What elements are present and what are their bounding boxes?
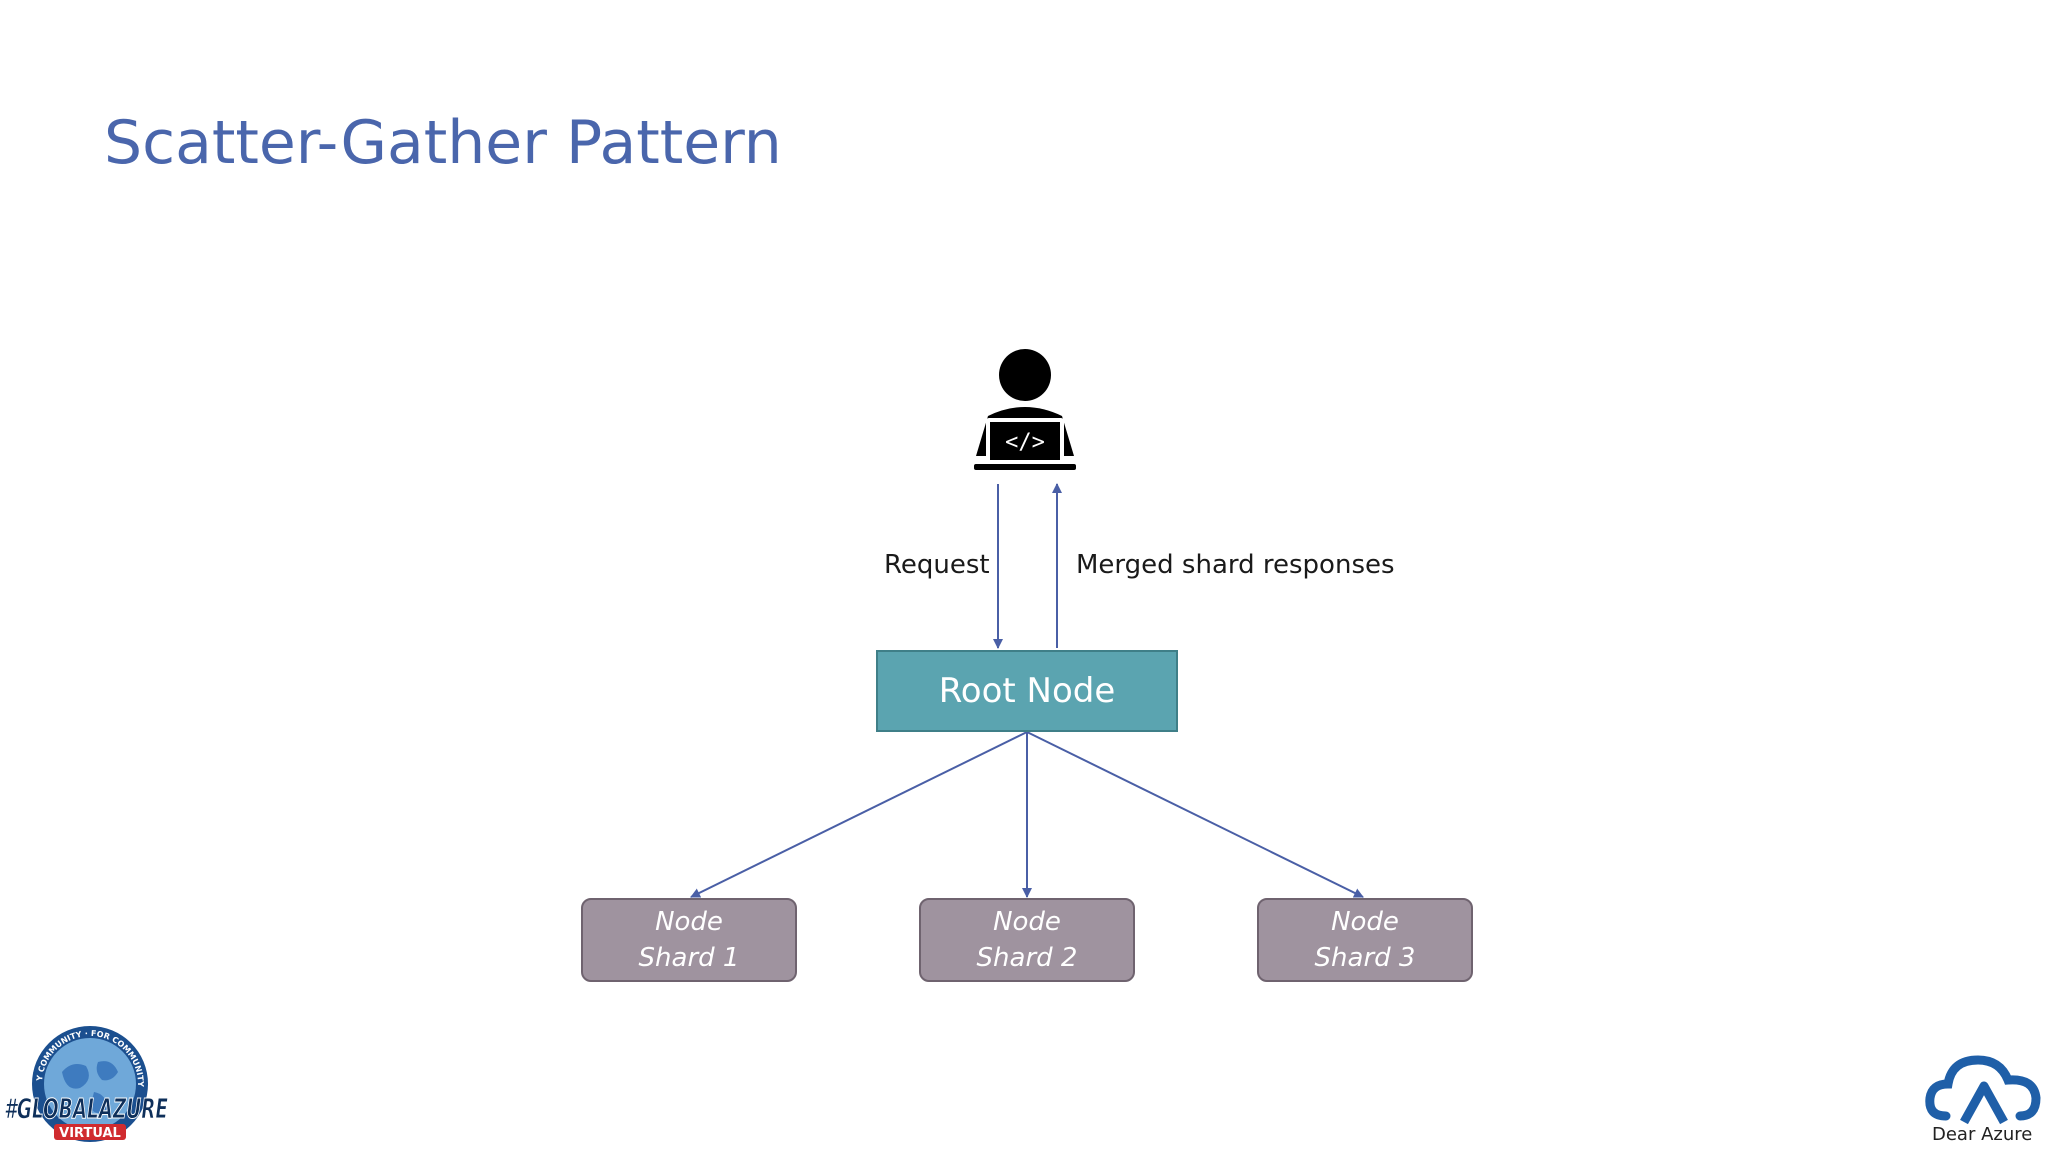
dear-azure-cloud-icon <box>1925 1055 2041 1125</box>
global-azure-wordmark: #GLOBALAZURE <box>4 1092 168 1125</box>
shard-1-line2: Shard 1 <box>638 943 740 973</box>
shard-1-line1: Node <box>655 907 723 937</box>
node-shard-2: Node Shard 2 <box>919 898 1135 982</box>
node-shard-1: Node Shard 1 <box>581 898 797 982</box>
scatter-arrow-shard-3 <box>1026 731 1364 898</box>
shard-3-line2: Shard 3 <box>1314 943 1416 973</box>
svg-text:</>: </> <box>1005 430 1045 455</box>
node-shard-3: Node Shard 3 <box>1257 898 1473 982</box>
global-azure-logo: BY COMMUNITY · FOR COMMUNITY #GLOBALAZUR… <box>2 1022 169 1152</box>
root-node: Root Node <box>876 650 1178 732</box>
root-node-label: Root Node <box>938 671 1116 711</box>
developer-laptop-icon: </> <box>974 349 1076 470</box>
dear-azure-wordmark: Dear Azure <box>1932 1124 2033 1145</box>
global-azure-virtual: VIRTUAL <box>59 1126 121 1141</box>
shard-2-line1: Node <box>993 907 1061 937</box>
global-azure-year: 2020 <box>77 1143 102 1152</box>
shard-2-line2: Shard 2 <box>976 943 1078 973</box>
shard-3-line1: Node <box>1331 907 1399 937</box>
merged-responses-label: Merged shard responses <box>1076 550 1395 580</box>
scatter-arrow-shard-1 <box>690 731 1028 898</box>
request-label: Request <box>884 550 990 580</box>
slide-title: Scatter-Gather Pattern <box>104 108 782 178</box>
